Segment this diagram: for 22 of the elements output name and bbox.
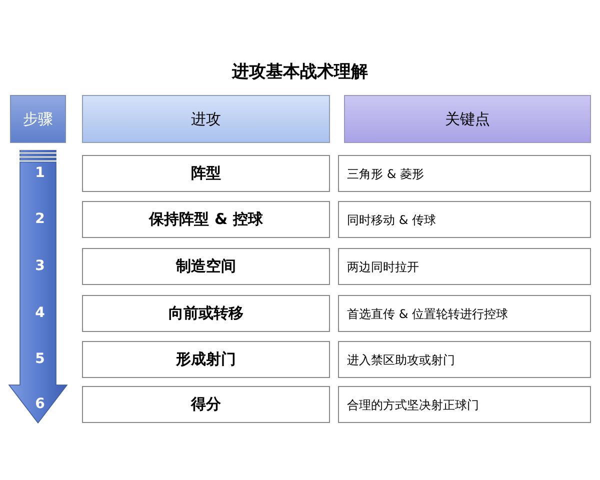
step-number: 2 — [34, 210, 46, 228]
phase-box: 制造空间 — [82, 248, 330, 285]
key-point-box: 三角形 & 菱形 — [338, 155, 591, 192]
step-number: 1 — [34, 164, 46, 182]
key-point-box: 进入禁区助攻或射门 — [338, 341, 591, 378]
phase-box: 保持阵型 & 控球 — [82, 201, 330, 238]
step-number: 4 — [34, 304, 46, 322]
header-box: 关键点 — [344, 95, 591, 143]
diagram-title: 进攻基本战术理解 — [230, 61, 369, 84]
phase-box: 形成射门 — [82, 341, 330, 378]
phase-box: 向前或转移 — [82, 295, 330, 332]
phase-box: 阵型 — [82, 155, 330, 192]
key-point-box: 合理的方式坚决射正球门 — [338, 386, 591, 423]
header-box: 进攻 — [82, 95, 330, 143]
step-number: 5 — [34, 350, 46, 368]
phase-box: 得分 — [82, 386, 330, 423]
header-box: 步骤 — [10, 95, 66, 143]
key-point-box: 两边同时拉开 — [338, 248, 591, 285]
key-point-box: 同时移动 & 传球 — [338, 201, 591, 238]
step-number: 6 — [34, 395, 46, 413]
step-number: 3 — [34, 257, 46, 275]
key-point-box: 首选直传 & 位置轮转进行控球 — [338, 295, 591, 332]
